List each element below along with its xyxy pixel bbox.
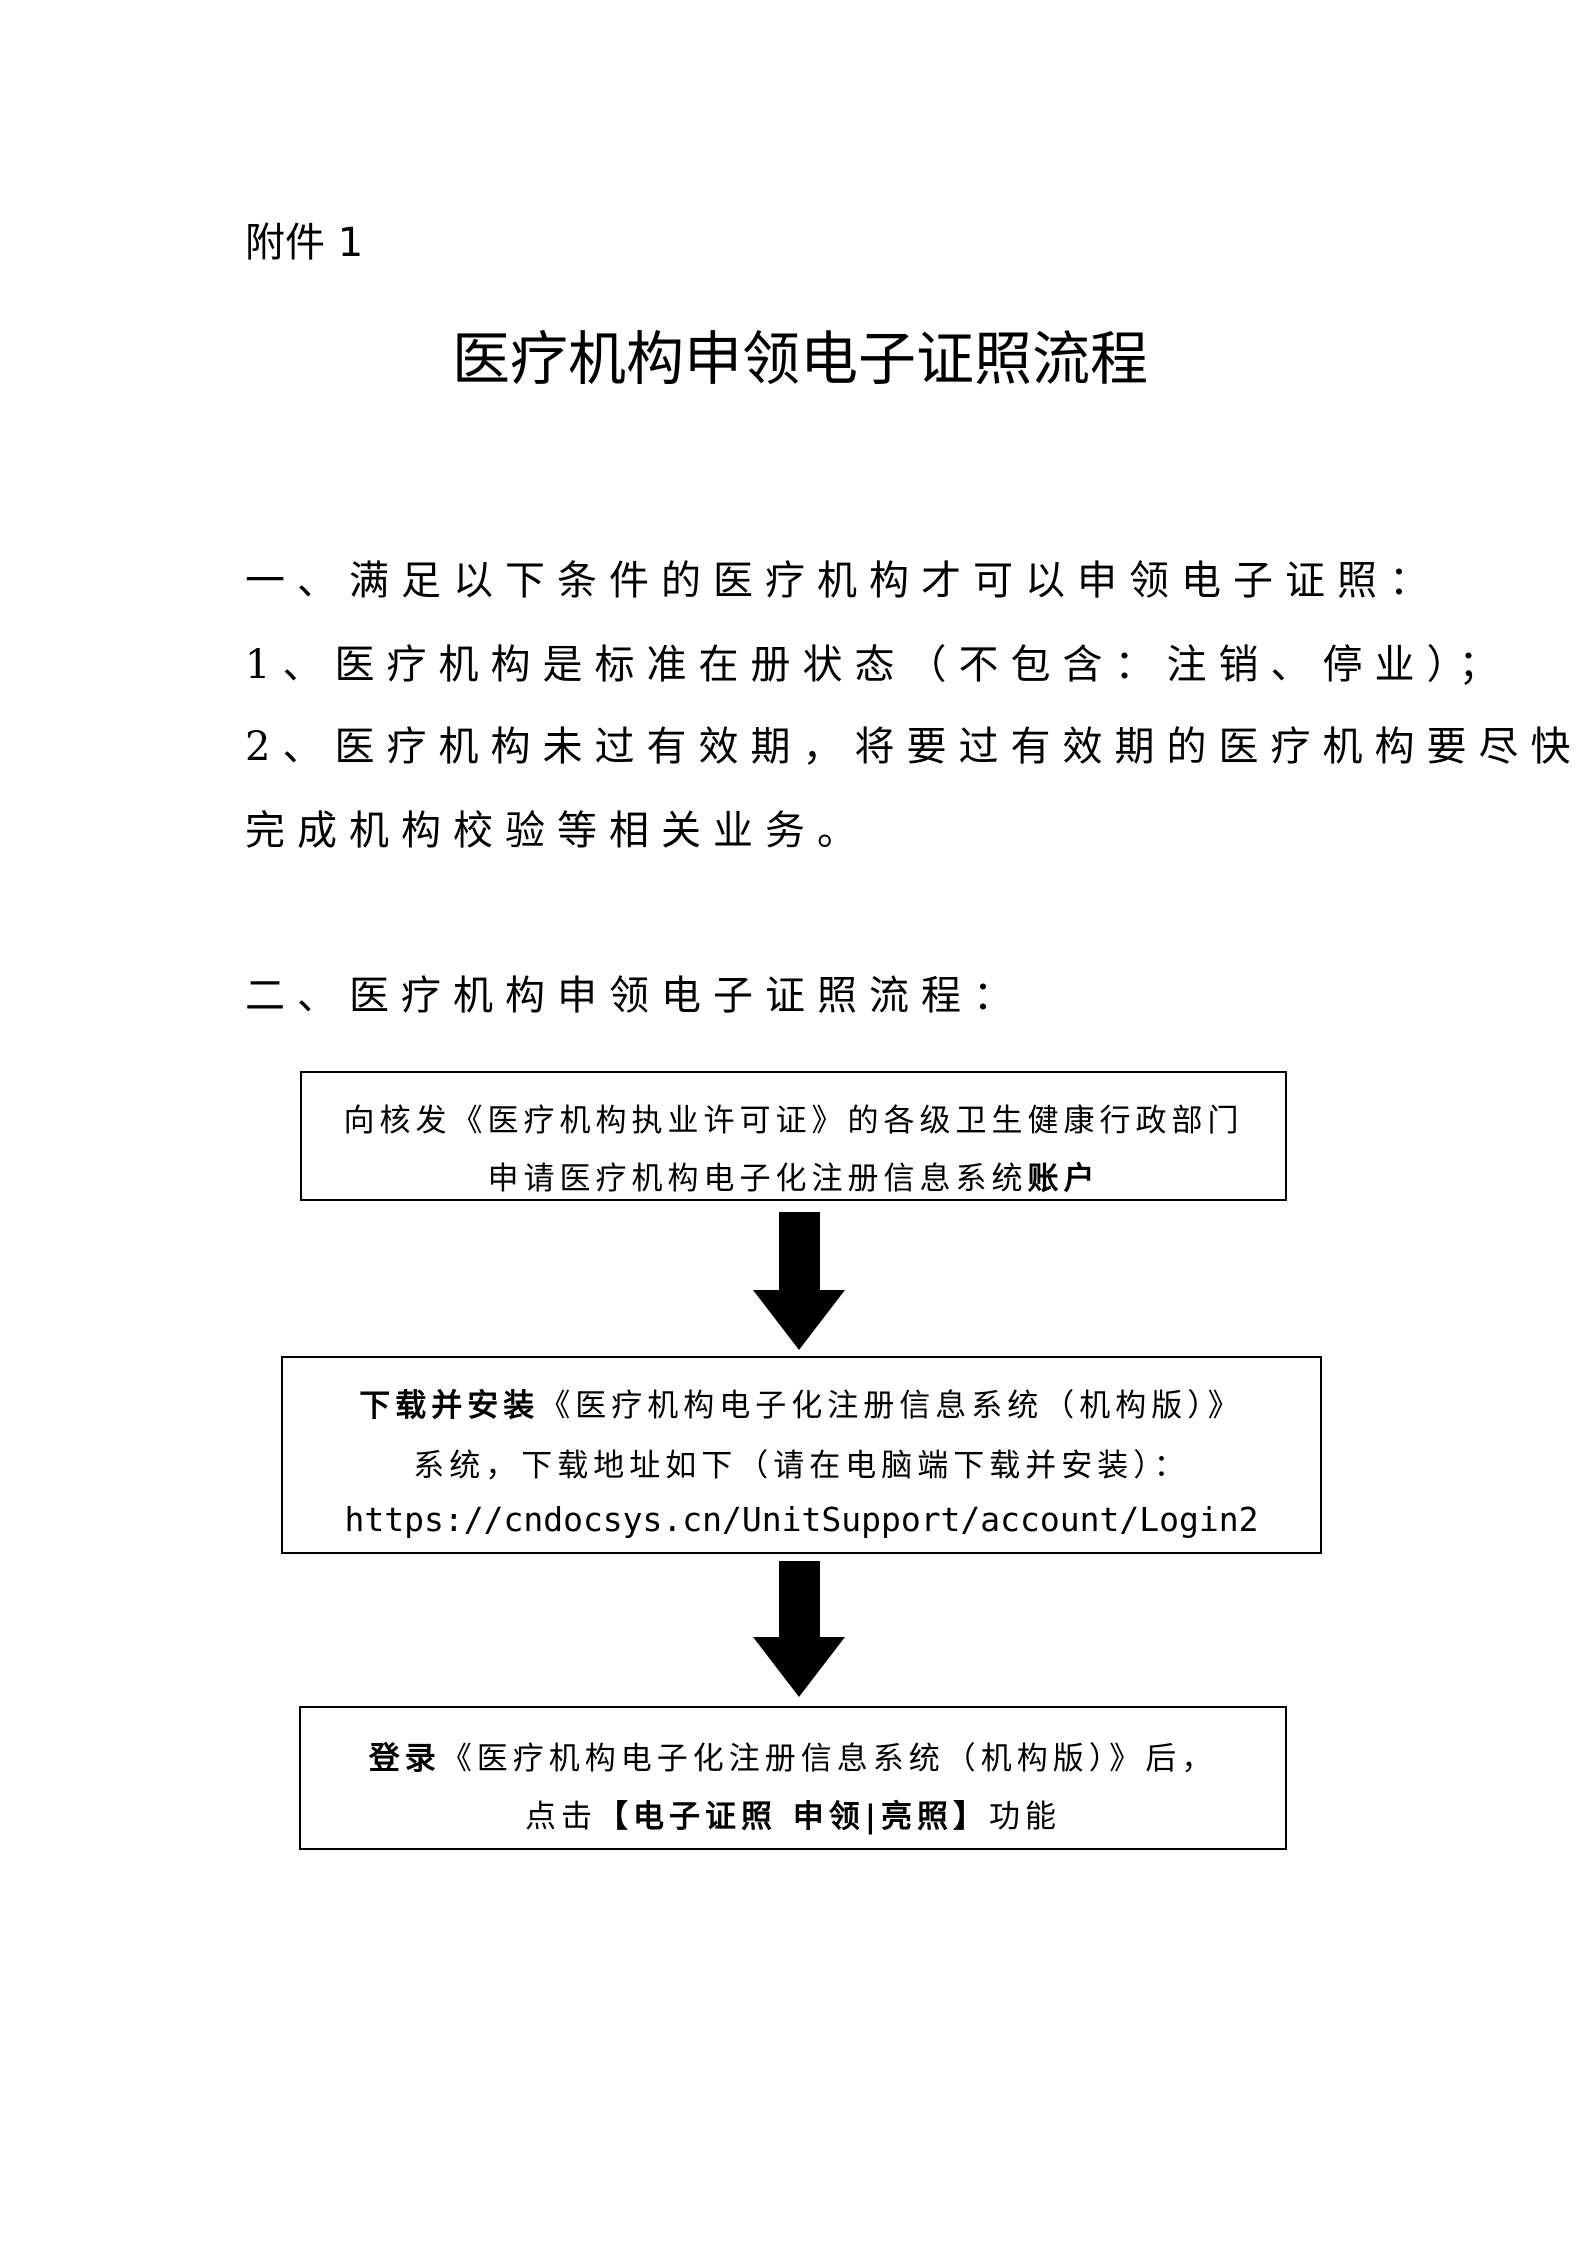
arrow-down-icon xyxy=(753,1212,845,1350)
section1-heading: 一、满足以下条件的医疗机构才可以申领电子证照： xyxy=(245,558,1441,604)
step3-line1-text: 《医疗机构电子化注册信息系统（机构版）》后， xyxy=(440,1741,1218,1777)
flow-step-2-box: 下载并安装《医疗机构电子化注册信息系统（机构版）》 系统，下载地址如下（请在电脑… xyxy=(281,1356,1322,1554)
step3-line2-post: 功能 xyxy=(989,1799,1062,1835)
step2-line1-text: 《医疗机构电子化注册信息系统（机构版）》 xyxy=(539,1388,1244,1424)
step3-line1-bold: 登录 xyxy=(368,1741,441,1777)
step2-line2: 系统，下载地址如下（请在电脑端下载并安装）： xyxy=(413,1448,1190,1484)
step3-line2: 点击【电子证照 申领|亮照】功能 xyxy=(301,1791,1285,1836)
arrow-down-icon xyxy=(753,1561,845,1697)
step3-line1: 登录《医疗机构电子化注册信息系统（机构版）》后， xyxy=(301,1733,1285,1778)
section2-heading: 二、医疗机构申领电子证照流程： xyxy=(245,973,1025,1019)
flow-step-1-box: 向核发《医疗机构执业许可证》的各级卫生健康行政部门 申请医疗机构电子化注册信息系… xyxy=(300,1071,1287,1201)
step3-line2-pre: 点击 xyxy=(524,1799,597,1835)
step3-function-name: 【电子证照 申领|亮照】 xyxy=(596,1799,990,1835)
page-title: 医疗机构申领电子证照流程 xyxy=(451,325,1148,393)
condition-1: 1、医疗机构是标准在册状态（不包含：注销、停业）； xyxy=(245,642,1511,688)
step1-line2-bold: 账户 xyxy=(1027,1161,1100,1197)
condition-2-line2: 完成机构校验等相关业务。 xyxy=(245,808,869,854)
step1-line2: 申请医疗机构电子化注册信息系统账户 xyxy=(302,1153,1285,1198)
download-url[interactable]: https://cndocsys.cn/UnitSupport/account/… xyxy=(344,1500,1259,1539)
step2-line1: 下载并安装《医疗机构电子化注册信息系统（机构版）》 xyxy=(283,1380,1320,1425)
condition-2-line1: 2、医疗机构未过有效期，将要过有效期的医疗机构要尽快 xyxy=(245,724,1583,770)
step1-line1: 向核发《医疗机构执业许可证》的各级卫生健康行政部门 xyxy=(343,1103,1244,1139)
flow-step-3-box: 登录《医疗机构电子化注册信息系统（机构版）》后， 点击【电子证照 申领|亮照】功… xyxy=(299,1706,1287,1850)
step2-line1-bold: 下载并安装 xyxy=(359,1388,540,1424)
attachment-label: 附件 1 xyxy=(245,220,364,266)
step1-line2-text: 申请医疗机构电子化注册信息系统 xyxy=(487,1161,1028,1197)
